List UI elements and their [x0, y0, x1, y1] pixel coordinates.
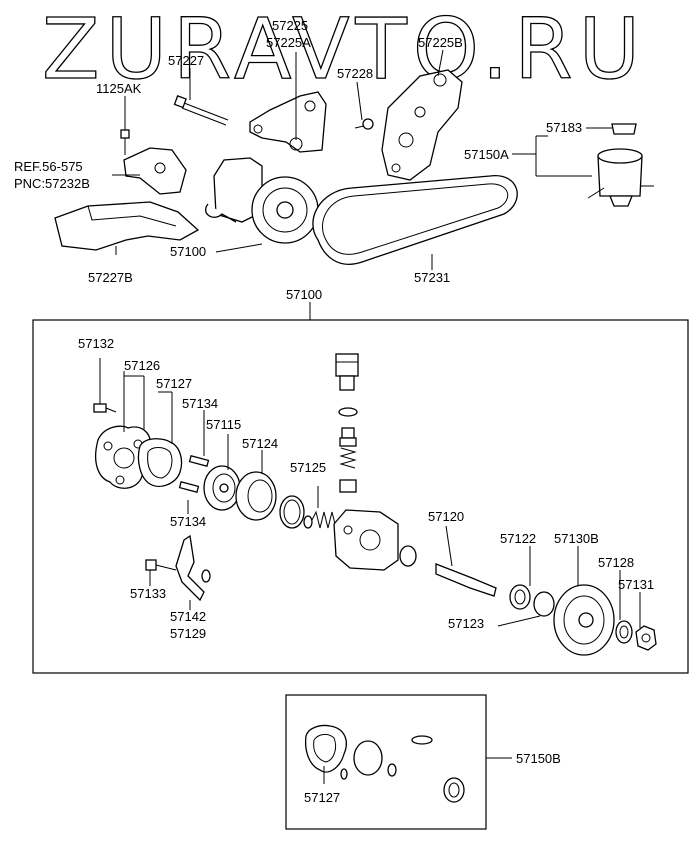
label-1125AK: 1125AK	[96, 81, 142, 96]
label-57128: 57128	[598, 555, 634, 570]
label-57124: 57124	[242, 436, 278, 451]
pump-assembly-57100	[205, 157, 319, 244]
label-57120: 57120	[428, 509, 464, 524]
label-57134-lower: 57134	[170, 514, 206, 529]
label-57183: 57183	[546, 120, 582, 135]
repair-kit-frame	[285, 694, 487, 830]
pump-housing	[333, 509, 399, 571]
valve-spring	[339, 479, 357, 493]
label-57150B: 57150B	[516, 751, 561, 766]
kit-oring-small	[387, 763, 397, 777]
label-57225B: 57225B	[418, 35, 463, 50]
bolt-57132	[93, 358, 117, 413]
main-leader-lines	[123, 371, 641, 628]
o-ring-housing	[279, 495, 305, 529]
heat-shield-57227B	[54, 201, 200, 251]
snap-ring-57123	[533, 591, 555, 617]
label-57115: 57115	[206, 417, 241, 432]
label-57228: 57228	[337, 66, 373, 81]
cap-57183	[611, 123, 637, 135]
pin-57134-upper	[188, 454, 210, 468]
long-bolt-57227	[173, 95, 229, 126]
pin-57134-lower	[178, 480, 200, 494]
rotor-57115	[203, 465, 241, 511]
gasket-57127	[137, 438, 183, 487]
label-57150A: 57150A	[464, 147, 509, 162]
shaft-57120	[435, 525, 497, 597]
bolt-57133	[145, 559, 177, 571]
top-leader-lines	[112, 49, 612, 320]
label-57129: 57129	[170, 626, 206, 641]
seal-57122	[509, 584, 531, 610]
bolt-1125AK	[120, 129, 130, 155]
pulley-57130B	[553, 584, 615, 656]
exploded-view-frame	[32, 319, 689, 674]
label-57225A: 57225A	[266, 35, 311, 50]
label-57123: 57123	[448, 616, 484, 631]
kit-oring-large	[353, 740, 383, 776]
label-57227: 57227	[168, 53, 204, 68]
bracket-57225	[249, 91, 327, 153]
label-57231: 57231	[414, 270, 450, 285]
label-57125: 57125	[290, 460, 326, 475]
label-57134-upper: 57134	[182, 396, 218, 411]
kit-oring-tiny	[340, 768, 348, 780]
label-57227B: 57227B	[88, 270, 133, 285]
label-57132: 57132	[78, 336, 114, 351]
fitting-oring	[338, 407, 358, 417]
label-57225: 57225	[272, 18, 308, 33]
label-57130B: 57130B	[554, 531, 599, 546]
cam-ring-57124	[235, 471, 277, 521]
kit-gasket	[304, 724, 347, 773]
label-57122: 57122	[500, 531, 536, 546]
fitting-connector	[335, 353, 359, 391]
label-kit-57127: 57127	[304, 790, 340, 805]
reservoir-57150A	[587, 148, 654, 207]
label-57127: 57127	[156, 376, 192, 391]
label-ref-56-575: REF.56-575	[14, 159, 83, 174]
nut-57131	[635, 625, 657, 651]
label-57126: 57126	[124, 358, 160, 373]
bracket-ref-56-575	[123, 147, 187, 195]
label-57100-top: 57100	[170, 244, 206, 259]
pipe-57142	[175, 534, 211, 602]
label-pnc-57232B: PNC:57232B	[14, 176, 90, 191]
watermark-text: ZURAVTO.RU	[42, 0, 646, 98]
valve-plunger	[339, 427, 357, 469]
housing-seal	[399, 545, 417, 567]
kit-seal	[443, 777, 465, 803]
kit-oring-flat	[411, 735, 433, 745]
washer-57128	[615, 620, 633, 644]
bolt-57228	[354, 118, 374, 130]
label-57133: 57133	[130, 586, 166, 601]
label-57142: 57142	[170, 609, 206, 624]
label-57100-box: 57100	[286, 287, 322, 302]
spring-57125	[311, 486, 337, 529]
small-oring	[303, 515, 313, 529]
label-57131: 57131	[618, 577, 654, 592]
v-belt-57231	[312, 175, 518, 265]
